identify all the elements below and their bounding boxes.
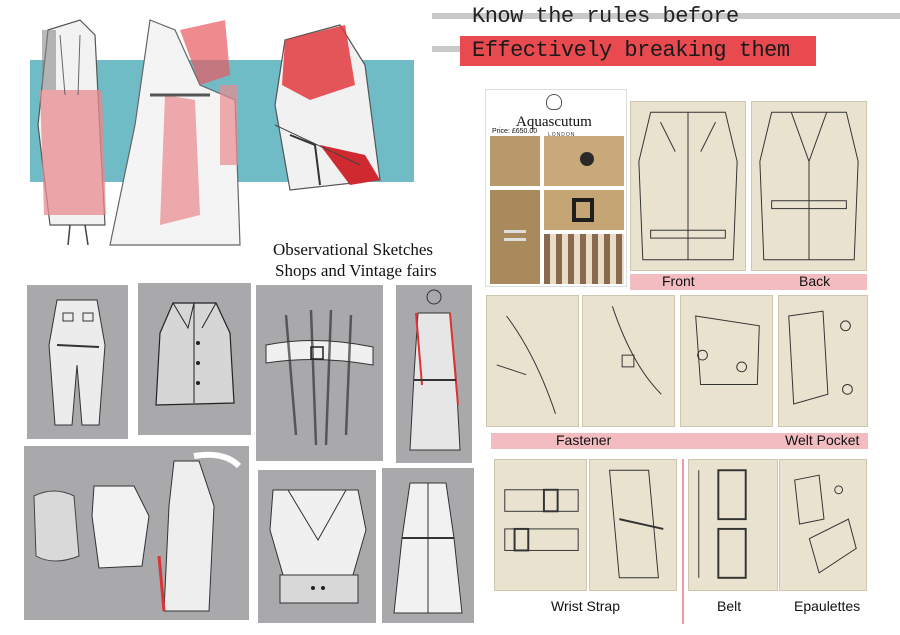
aquascutum-logo: Aquascutum — [516, 114, 592, 130]
aquascutum-crest-icon — [546, 94, 562, 110]
sketch-welt-pocket-1 — [680, 295, 773, 427]
label-front: Front — [662, 273, 695, 289]
label-epaulettes: Epaulettes — [794, 598, 861, 614]
label-belt: Belt — [717, 598, 742, 614]
sketch-wrap-top — [258, 470, 376, 623]
sketch-jumpsuit — [27, 285, 128, 439]
sketch-blouses — [24, 446, 249, 620]
sketch-front — [630, 101, 746, 271]
observational-caption-line1: Observational Sketches — [273, 240, 434, 259]
photo-buckle — [544, 190, 624, 230]
label-back: Back — [799, 273, 831, 289]
header-rule — [432, 13, 900, 19]
photo-sleeve — [490, 190, 540, 284]
observational-caption-line2: Shops and Vintage fairs — [275, 261, 437, 280]
aquascutum-logo-sub: LONDON — [548, 132, 576, 138]
sketch-wrist-strap-1 — [494, 459, 587, 591]
label-welt-pocket: Welt Pocket — [785, 432, 860, 448]
label-fastener: Fastener — [556, 432, 612, 448]
divider-vertical — [682, 459, 684, 624]
sketch-fastener-2 — [582, 295, 675, 427]
photo-collar — [490, 136, 540, 186]
photo-check-lining — [544, 234, 624, 284]
photo-button — [544, 136, 624, 186]
header-title-line2-box: Effectively breaking them — [460, 36, 816, 66]
sketch-trench-figure — [396, 285, 472, 463]
sketch-welt-pocket-2 — [778, 295, 868, 427]
label-wrist-strap: Wrist Strap — [551, 598, 620, 614]
sketch-fastener-1 — [486, 295, 579, 427]
sketch-wrist-strap-2 — [589, 459, 677, 591]
product-price: Price: £650.00 — [492, 128, 538, 135]
label-bar-fastener-welt — [491, 433, 868, 449]
sketch-straps — [256, 285, 383, 461]
label-bar-front-back — [630, 274, 867, 290]
sketch-dress — [382, 468, 474, 623]
sketch-epaulettes — [779, 459, 867, 591]
aquascutum-product-card: Aquascutum LONDON Price: £650.00 — [485, 89, 627, 287]
sketch-back — [751, 101, 867, 271]
sketch-jacket — [138, 283, 251, 435]
header-title-line2: Effectively breaking them — [472, 38, 790, 63]
header-title-line1: Know the rules before — [472, 4, 739, 29]
fashion-illustration — [37, 19, 381, 246]
sketch-belt — [688, 459, 778, 591]
header-rule-2 — [432, 46, 462, 52]
